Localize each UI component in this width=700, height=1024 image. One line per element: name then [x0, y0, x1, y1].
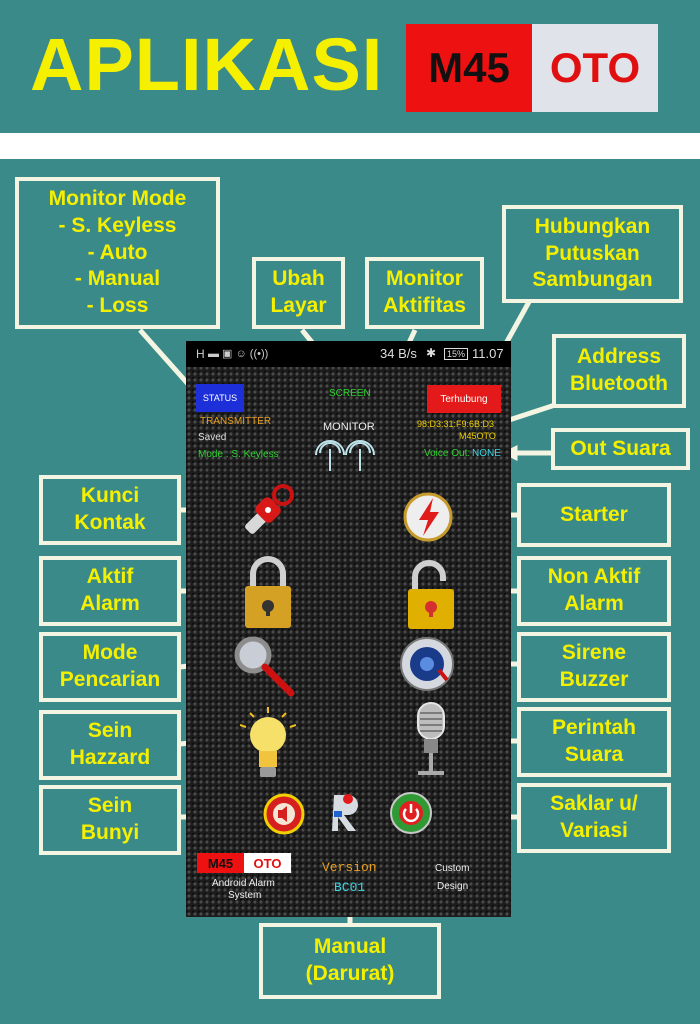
phone-screen: H ▬ ▣ ☺ ((•)) 34 B/s ✱ 15% 11.07 STATUS …: [186, 341, 511, 917]
app-logo: M45 OTO: [197, 853, 291, 873]
callout-line: Monitor: [386, 267, 463, 291]
callout-sein-bunyi: Sein Bunyi: [39, 785, 181, 855]
callout-kunci-kontak: Kunci Kontak: [39, 475, 181, 545]
app-logo-right: OTO: [244, 853, 291, 873]
lock-open-icon[interactable]: [405, 559, 457, 631]
callout-line: Bluetooth: [570, 372, 668, 395]
callout-line: Manual: [313, 935, 387, 959]
clock: 11.07: [472, 346, 504, 361]
power-button-icon[interactable]: [389, 791, 433, 835]
monitor-label: MONITOR: [323, 421, 375, 433]
callout-non-aktif-alarm: Non Aktif Alarm: [517, 556, 671, 626]
bt-address: 98:D3:31:F9:6B:D3: [417, 419, 495, 429]
signal-indicator: H: [196, 347, 205, 361]
callout-line: Buzzer: [559, 668, 629, 691]
horn-button-icon[interactable]: [263, 793, 305, 835]
callout-line: Saklar u/: [550, 792, 638, 816]
callout-perintah-suara: Perintah Suara: [517, 707, 671, 777]
app-logo-left: M45: [197, 853, 244, 873]
mode-label: Mode : S. Keyless: [198, 449, 279, 460]
callout-monitor-aktifitas: Monitor Aktifitas: [365, 257, 484, 329]
callout-line: Starter: [560, 502, 628, 526]
brand-logo-right: OTO: [532, 24, 658, 112]
callout-line: Sein: [87, 794, 133, 818]
logo-caption-line2: System: [228, 890, 262, 901]
callout-out-suara: Out Suara: [551, 428, 690, 470]
callout-line: - Manual: [74, 267, 161, 291]
siren-speaker-icon[interactable]: [399, 636, 455, 692]
transmitter-label: TRANSMITTER: [200, 416, 272, 427]
callout-line: Ubah: [272, 267, 325, 291]
voice-out-value: NONE: [472, 448, 501, 459]
callout-line: Alarm: [564, 592, 624, 615]
screen-button[interactable]: SCREEN: [329, 388, 371, 399]
status-bar: H ▬ ▣ ☺ ((•)) 34 B/s ✱ 15% 11.07: [186, 341, 511, 367]
callout-mode-pencarian: Mode Pencarian: [39, 632, 181, 702]
callout-line: Alarm: [80, 592, 140, 615]
voice-out-label: Voice Out:: [424, 448, 471, 459]
callout-line: Non Aktif: [547, 565, 641, 589]
status-button[interactable]: STATUS: [196, 384, 244, 412]
brand-logo: M45 OTO: [406, 24, 658, 112]
callout-line: Pencarian: [59, 668, 161, 691]
callout-line: Aktif: [86, 565, 134, 589]
starter-bolt-icon[interactable]: [403, 492, 453, 542]
battery-indicator: 15%: [444, 348, 469, 360]
logo-caption-line1: Android Alarm: [212, 878, 275, 889]
device-name: M45OTO: [459, 431, 496, 441]
antenna-icon: [315, 440, 375, 471]
manual-app-icon[interactable]: [328, 791, 368, 835]
callout-ubah-layar: Ubah Layar: [252, 257, 345, 329]
callout-hubungkan: Hubungkan Putuskan Sambungan: [502, 205, 683, 303]
callout-line: Variasi: [560, 819, 628, 842]
callout-line: Hubungkan: [534, 214, 651, 238]
callout-manual: Manual (Darurat): [259, 923, 441, 999]
lightbulb-icon[interactable]: [240, 705, 296, 781]
microphone-icon[interactable]: [406, 701, 456, 781]
key-icon[interactable]: [238, 481, 300, 543]
callout-line: Sirene: [561, 641, 627, 665]
callout-line: Address: [576, 345, 662, 369]
status-icons: ▬ ▣ ☺ ((•)): [208, 348, 269, 360]
page-title: APLIKASI: [30, 23, 384, 106]
magnifier-icon[interactable]: [229, 631, 299, 701]
callout-line: Perintah: [551, 716, 637, 740]
brand-logo-left: M45: [406, 24, 532, 112]
callout-line: - S. Keyless: [58, 213, 177, 237]
custom-design-line2: Design: [437, 881, 469, 892]
callout-line: Putuskan: [545, 241, 640, 265]
callout-line: Kunci: [80, 484, 140, 508]
callout-line: Suara: [564, 743, 624, 766]
version-value: BC01: [334, 880, 366, 895]
divider-bar: [0, 133, 700, 159]
callout-line: (Darurat): [305, 962, 395, 985]
lock-closed-icon[interactable]: [241, 554, 295, 632]
saved-label: Saved: [198, 432, 227, 443]
callout-line: - Auto: [87, 240, 148, 264]
callout-address-bluetooth: Address Bluetooth: [552, 334, 686, 408]
callout-line: Layar: [270, 294, 327, 317]
callout-line: Aktifitas: [383, 294, 466, 317]
version-label: Version: [322, 860, 377, 875]
callout-sirene-buzzer: Sirene Buzzer: [517, 632, 671, 702]
callout-line: - Loss: [86, 294, 149, 318]
callout-starter: Starter: [517, 483, 671, 547]
callout-line: Sambungan: [532, 268, 653, 292]
custom-design-line1: Custom: [435, 863, 470, 874]
connect-button[interactable]: Terhubung: [427, 385, 501, 413]
callout-saklar: Saklar u/ Variasi: [517, 783, 671, 853]
callout-line: Sein: [87, 719, 133, 743]
callout-line: Kontak: [74, 511, 146, 534]
callout-sein-hazzard: Sein Hazzard: [39, 710, 181, 780]
callout-line: Mode: [82, 641, 138, 665]
callout-line: Monitor Mode: [48, 186, 187, 210]
callout-line: Bunyi: [80, 821, 140, 844]
callout-monitor-mode: Monitor Mode - S. Keyless - Auto - Manua…: [15, 177, 220, 329]
callout-line: Out Suara: [570, 436, 671, 460]
callout-line: Hazzard: [69, 746, 151, 769]
network-speed: 34 B/s: [380, 346, 417, 361]
bluetooth-icon: ✱: [426, 346, 437, 360]
callout-aktif-alarm: Aktif Alarm: [39, 556, 181, 626]
